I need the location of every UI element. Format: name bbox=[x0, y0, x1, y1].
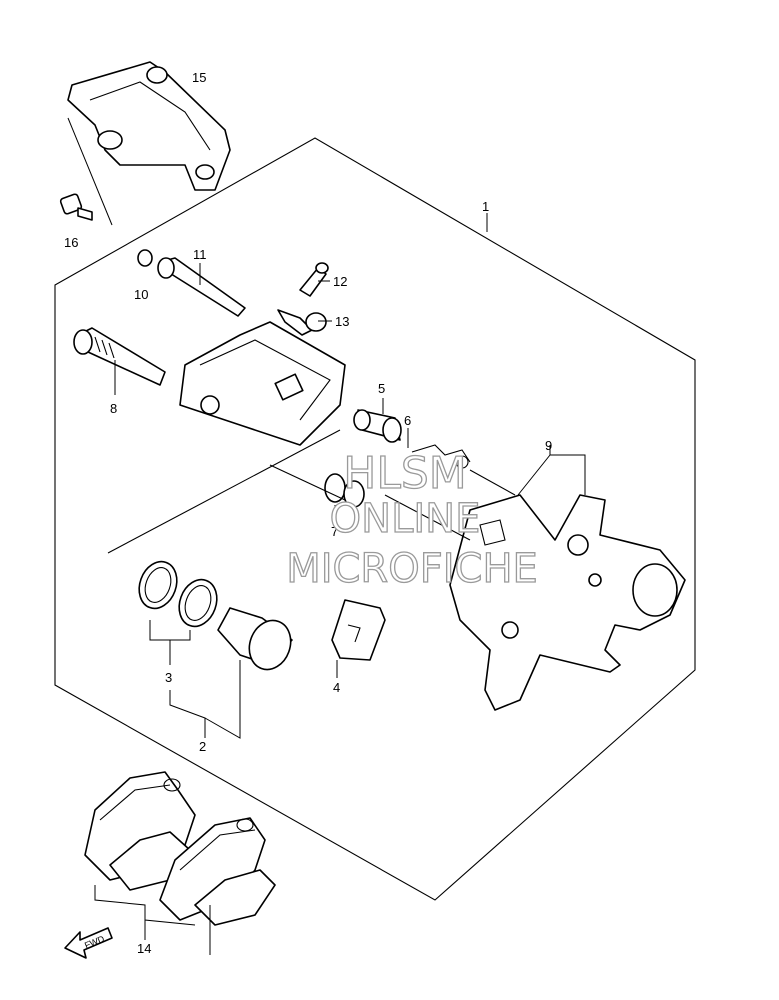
callout-5: 5 bbox=[378, 381, 385, 396]
part-10-boot bbox=[137, 249, 153, 267]
part-3-seals bbox=[138, 560, 218, 628]
callout-12: 12 bbox=[333, 274, 347, 289]
callout-6: 6 bbox=[404, 413, 411, 428]
part-9-caliper-bracket bbox=[449, 494, 686, 711]
fwd-arrow-icon: FWD bbox=[64, 927, 113, 959]
part-12-bleeder-valve bbox=[299, 262, 329, 297]
part-5-sleeve bbox=[353, 409, 402, 443]
callout-14: 14 bbox=[137, 941, 151, 956]
caliper-body bbox=[179, 321, 346, 446]
callout-7: 7 bbox=[331, 524, 338, 539]
part-2-piston bbox=[217, 607, 293, 671]
callout-15: 15 bbox=[192, 70, 206, 85]
part-6-spring bbox=[411, 444, 471, 469]
assembly-outline bbox=[54, 137, 696, 901]
leader-lines bbox=[94, 213, 586, 955]
part-15-bracket bbox=[67, 61, 231, 191]
callout-labels: 1 2 3 4 5 6 7 8 9 10 11 12 13 14 15 16 bbox=[64, 70, 552, 956]
callout-8: 8 bbox=[110, 401, 117, 416]
part-14-brake-pads bbox=[84, 771, 276, 926]
part-7-boot bbox=[324, 473, 365, 508]
part-8-slide-pin bbox=[73, 327, 166, 386]
watermark: HLSM ONLINE MICROFICHE bbox=[286, 447, 539, 592]
part-4-pad-spring bbox=[331, 599, 386, 661]
callout-13: 13 bbox=[335, 314, 349, 329]
part-16-bolt bbox=[59, 193, 93, 221]
callout-2: 2 bbox=[199, 739, 206, 754]
callout-9: 9 bbox=[545, 438, 552, 453]
callout-4: 4 bbox=[333, 680, 340, 695]
guide-lines bbox=[107, 429, 516, 554]
callout-16: 16 bbox=[64, 235, 78, 250]
callout-10: 10 bbox=[134, 287, 148, 302]
fwd-label: FWD bbox=[83, 933, 106, 950]
callout-11: 11 bbox=[193, 247, 207, 262]
watermark-line1: HLSM bbox=[343, 448, 467, 499]
part-13-bleeder-cap bbox=[277, 309, 327, 336]
callout-1: 1 bbox=[482, 199, 489, 214]
watermark-line2: ONLINE bbox=[330, 496, 481, 542]
callout-3: 3 bbox=[165, 670, 172, 685]
part-11-slide-pin bbox=[157, 257, 246, 317]
watermark-line3: MICROFICHE bbox=[286, 546, 538, 592]
